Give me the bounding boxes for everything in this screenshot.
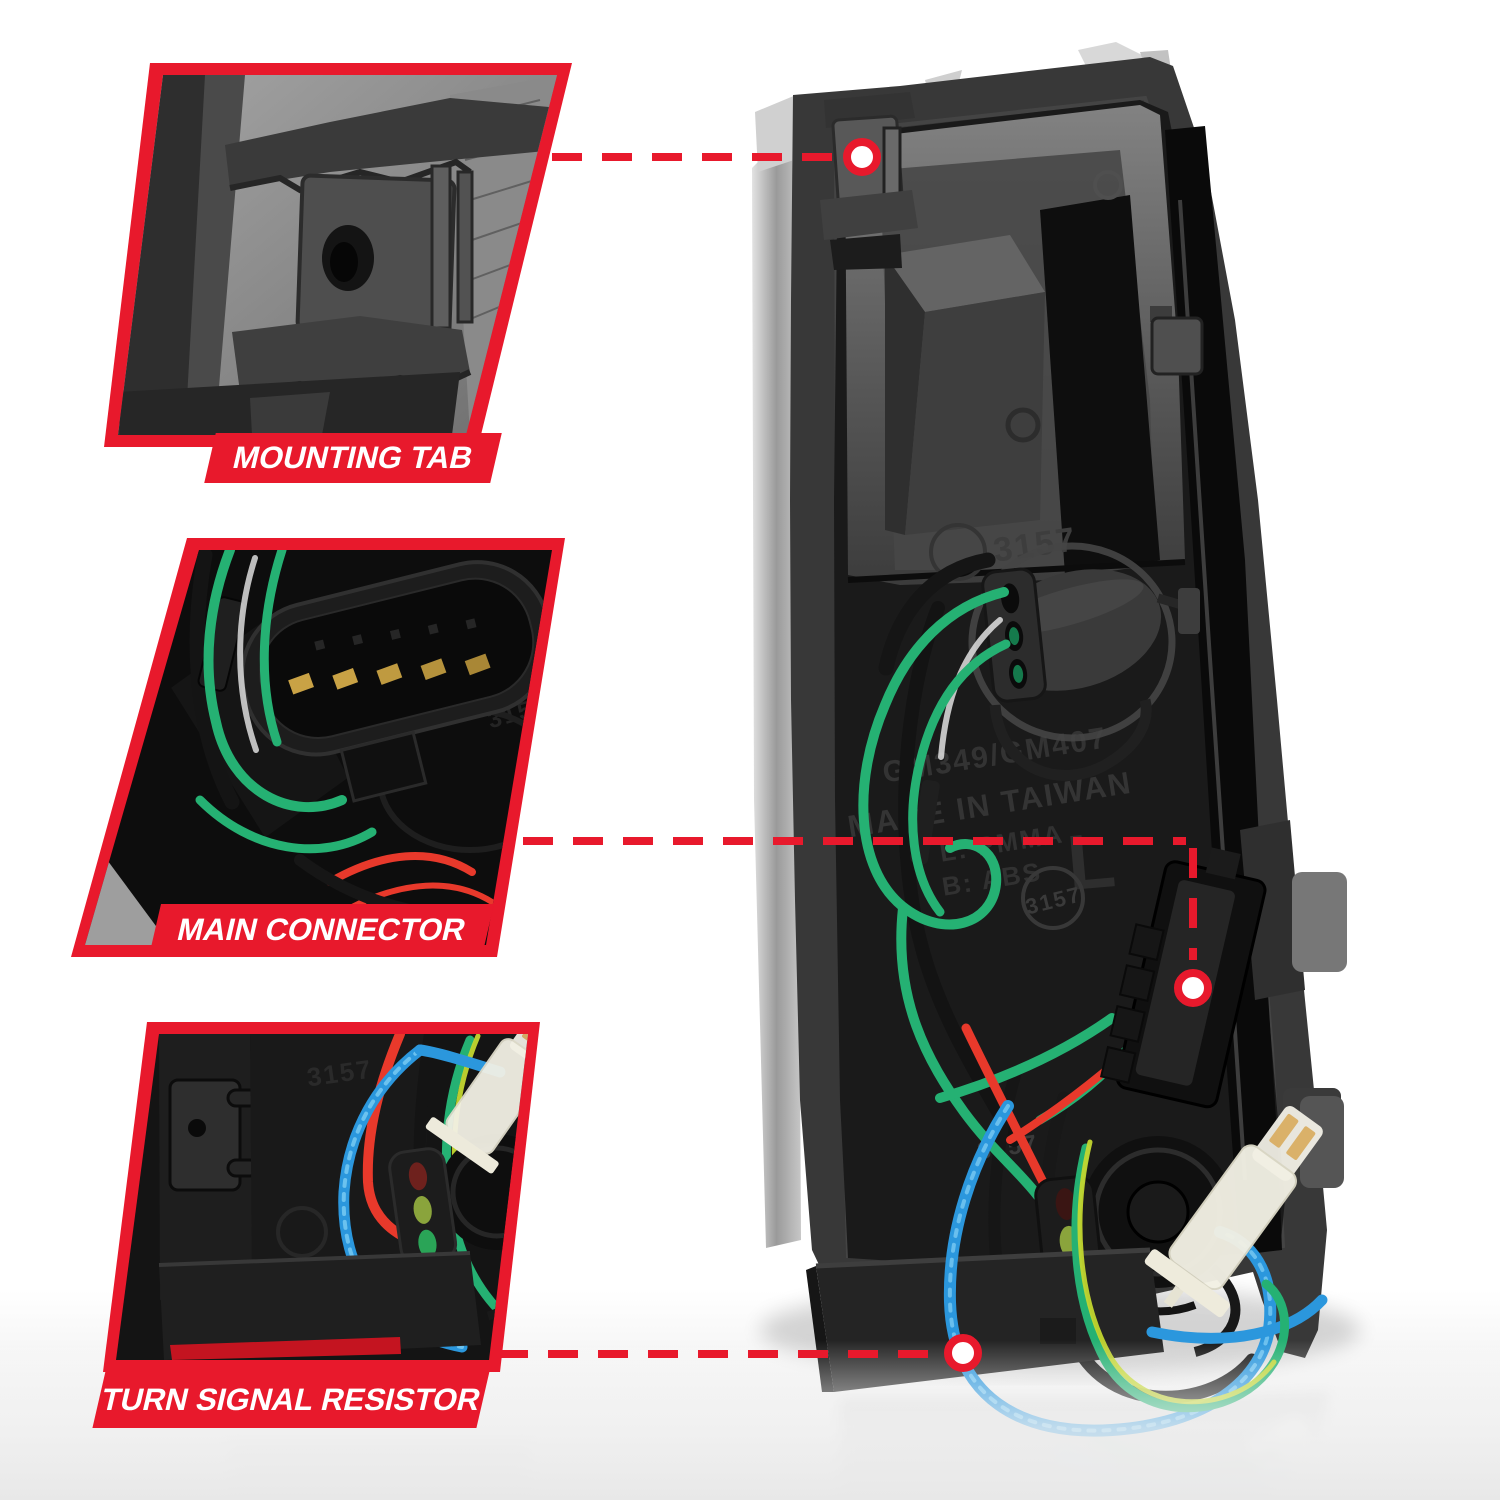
callout-band-main-connector: MAIN CONNECTOR <box>148 904 495 956</box>
inset-photo-content <box>118 75 557 435</box>
green-wires <box>858 587 1133 1201</box>
callout-band-mounting-tab: MOUNTING TAB <box>204 433 502 483</box>
side-clip-upper <box>1150 306 1204 376</box>
inset-turn-signal-resistor-photo: 3157 <box>103 1022 540 1372</box>
tower-face <box>905 292 1045 535</box>
upper-bulb-socket <box>968 542 1200 781</box>
tower-top <box>885 235 1045 312</box>
lamp-outer-shell-edge <box>752 128 801 1248</box>
boss-circle-mid <box>1005 407 1041 443</box>
dark-wedge <box>1040 195 1160 575</box>
inset-main-connector-photo: MADE IN PMMA ABS 3157 <box>71 538 565 957</box>
callout-label-main-connector: MAIN CONNECTOR <box>174 912 470 947</box>
marking-side-letter: L <box>1064 815 1121 907</box>
white-connector-part <box>425 1034 528 1174</box>
shell-top-corner <box>755 95 796 172</box>
boss-circle-top <box>1093 170 1123 200</box>
resistor-block <box>158 1251 481 1360</box>
callout-label-mounting-tab: MOUNTING TAB <box>229 440 477 475</box>
side-clip-middle <box>1240 820 1347 1000</box>
inset-mounting-tab-photo <box>104 63 572 447</box>
white-connector-part <box>1144 1106 1323 1318</box>
callout-label-turn-signal-resistor: TURN SIGNAL RESISTOR <box>98 1381 485 1417</box>
tower-side <box>885 255 925 535</box>
inset-photo-content: 3157 <box>116 1034 528 1360</box>
callout-band-turn-signal-resistor: TURN SIGNAL RESISTOR <box>92 1371 490 1428</box>
